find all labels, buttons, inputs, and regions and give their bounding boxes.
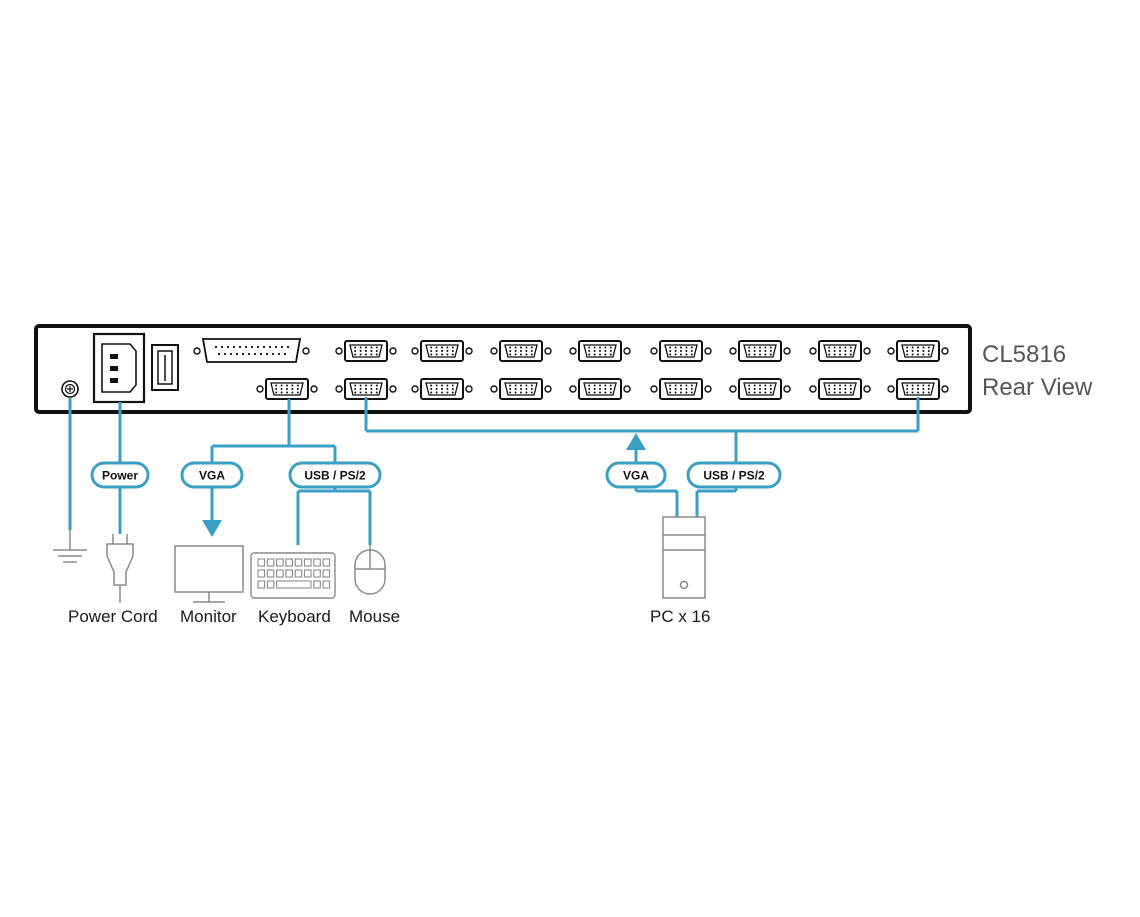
mouse-icon — [354, 545, 386, 595]
ground-screw-icon — [61, 380, 79, 398]
vga-down-arrow-icon — [202, 520, 222, 537]
computer-port-7-icon — [809, 340, 871, 362]
db25-port-icon — [193, 338, 310, 363]
console-usb-label: USB / PS/2 — [304, 469, 366, 483]
vga-up-arrow-icon — [626, 433, 646, 450]
computer-port-15-icon — [809, 378, 871, 400]
power-cord-caption: Power Cord — [68, 607, 158, 626]
computer-port-4-icon — [569, 340, 631, 362]
computer-port-8-icon — [887, 340, 949, 362]
computer-port-3-icon — [490, 340, 552, 362]
power-plug-icon — [106, 534, 134, 603]
computer-port-16-icon — [887, 378, 949, 400]
model-name: CL5816 — [982, 341, 1066, 368]
computer-port-13-icon — [650, 378, 712, 400]
pc-caption: PC x 16 — [650, 607, 710, 626]
keyboard-caption: Keyboard — [258, 607, 331, 626]
computer-port-5-icon — [650, 340, 712, 362]
power-socket-icon — [92, 332, 146, 404]
pc-vga-label: VGA — [623, 469, 649, 483]
computer-port-12-icon — [569, 378, 631, 400]
power-switch-icon — [151, 344, 179, 391]
view-name: Rear View — [982, 374, 1093, 401]
console-usb-pill: USB / PS/2 — [288, 461, 382, 489]
pc-usb-label: USB / PS/2 — [703, 469, 765, 483]
computer-port-10-icon — [411, 378, 473, 400]
power-label: Power — [102, 469, 138, 483]
computer-port-11-icon — [490, 378, 552, 400]
console-vga-label: VGA — [199, 469, 225, 483]
computer-port-6-icon — [729, 340, 791, 362]
pc-vga-pill: VGA — [605, 461, 667, 489]
ground-symbol-icon — [53, 530, 87, 563]
console-port-connector — [256, 378, 318, 400]
monitor-caption: Monitor — [180, 607, 237, 626]
computer-port-9-icon — [335, 378, 397, 400]
computer-port-14-icon — [729, 378, 791, 400]
computer-port-array — [335, 340, 949, 400]
console-vga-port-icon — [256, 378, 318, 400]
power-label-pill: Power — [90, 461, 150, 489]
computer-port-1-icon — [335, 340, 397, 362]
computer-port-2-icon — [411, 340, 473, 362]
console-vga-pill: VGA — [180, 461, 244, 489]
keyboard-icon — [250, 552, 336, 599]
pc-usb-pill: USB / PS/2 — [686, 461, 782, 489]
pc-tower-icon — [662, 516, 706, 599]
monitor-icon — [174, 545, 244, 603]
mouse-caption: Mouse — [349, 607, 400, 626]
